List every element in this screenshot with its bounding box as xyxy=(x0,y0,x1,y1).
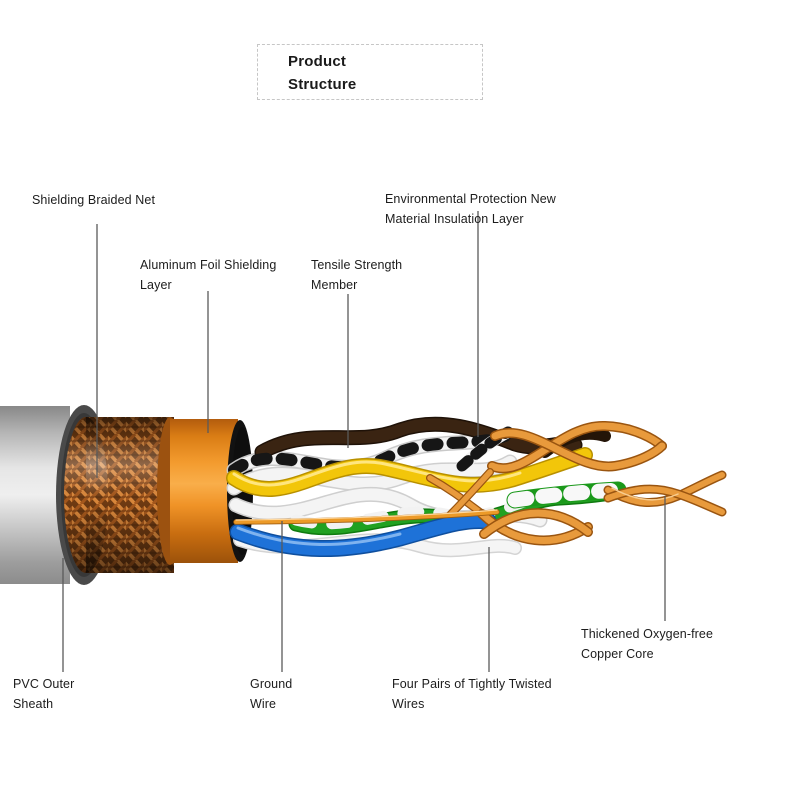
label-ground-wire: Ground Wire xyxy=(250,677,293,711)
title-box: Product Structure xyxy=(257,44,483,100)
twisted-wires-graphic xyxy=(226,416,727,558)
label-tensile-member: Tensile Strength Member xyxy=(311,258,403,292)
label-shielding-braided-net: Shielding Braided Net xyxy=(32,193,156,207)
leader-lines xyxy=(62,211,666,672)
copper-core-graphic xyxy=(603,470,727,517)
label-pvc-outer-sheath: PVC Outer Sheath xyxy=(13,677,75,711)
label-copper-core: Thickened Oxygen-free Copper Core xyxy=(581,627,714,661)
black-striped-wire xyxy=(228,430,511,476)
label-insulation-layer: Environmental Protection New Material In… xyxy=(385,192,556,226)
title-line-2: Structure xyxy=(288,76,357,93)
label-twisted-pairs: Four Pairs of Tightly Twisted Wires xyxy=(392,677,552,711)
braided-net-graphic xyxy=(64,417,174,573)
title-line-1: Product xyxy=(288,53,347,70)
label-aluminum-foil: Aluminum Foil Shielding Layer xyxy=(140,258,277,292)
